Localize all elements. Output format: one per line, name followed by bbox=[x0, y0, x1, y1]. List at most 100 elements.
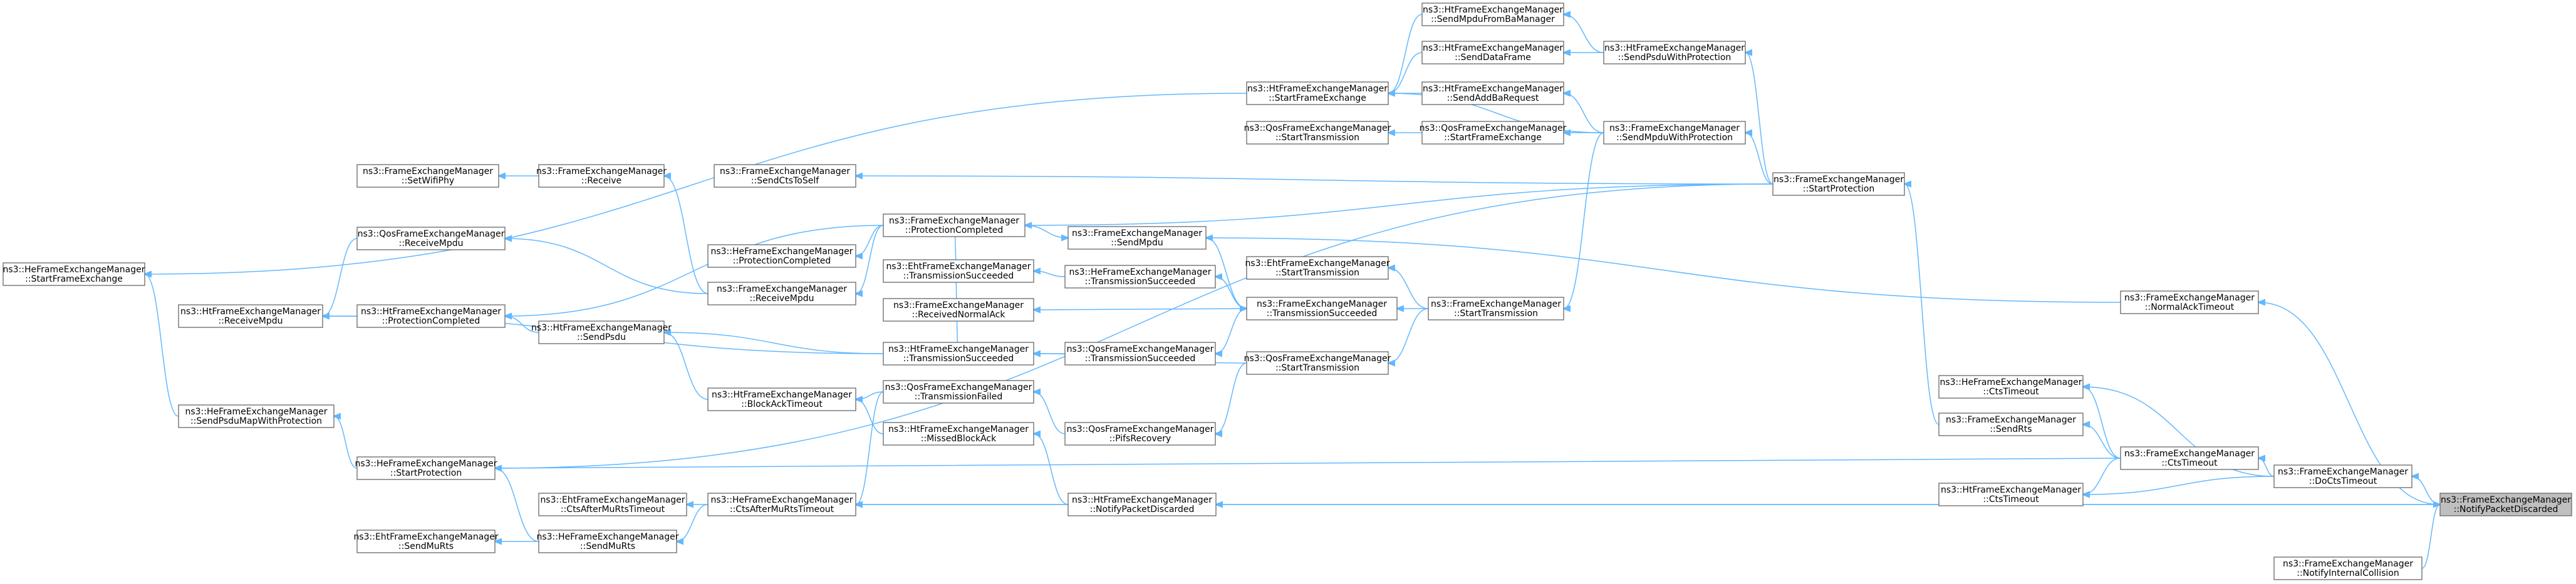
node-he-send-psdu-map-with-protection[interactable]: ns3::HeFrameExchangeManager::SendPsduMap… bbox=[178, 404, 335, 428]
node-eht-cts-after-mu-rts-timeout[interactable]: ns3::EhtFrameExchangeManager::CtsAfterMu… bbox=[538, 493, 687, 516]
node-method-label: ::PifsRecovery bbox=[1109, 434, 1171, 444]
node-box bbox=[707, 244, 856, 268]
node-do-cts-timeout[interactable]: ns3::FrameExchangeManager::DoCtsTimeout bbox=[2273, 464, 2412, 488]
node-fe-cts-timeout[interactable]: ns3::FrameExchangeManager::CtsTimeout bbox=[2120, 446, 2259, 470]
node-qos-start-transmission[interactable]: ns3::QosFrameExchangeManager::StartTrans… bbox=[1244, 351, 1391, 375]
node-ht-notify-packet-discarded[interactable]: ns3::HtFrameExchangeManager::NotifyPacke… bbox=[1067, 493, 1217, 516]
node-eht-transmission-succeeded[interactable]: ns3::EhtFrameExchangeManager::Transmissi… bbox=[883, 259, 1034, 283]
node-fe-receive-mpdu[interactable]: ns3::FrameExchangeManager::ReceiveMpdu bbox=[707, 282, 856, 305]
node-block-ack-timeout[interactable]: ns3::HtFrameExchangeManager::BlockAckTim… bbox=[707, 387, 856, 411]
call-edge bbox=[323, 238, 358, 316]
node-box bbox=[1428, 297, 1564, 320]
node-he-send-mu-rts[interactable]: ns3::HeFrameExchangeManager::SendMuRts bbox=[536, 530, 679, 553]
call-edge bbox=[1388, 308, 1429, 363]
node-eht-start-transmission[interactable]: ns3::EhtFrameExchangeManager::StartTrans… bbox=[1245, 256, 1390, 280]
node-set-wifi-phy[interactable]: ns3::FrameExchangeManager::SetWifiPhy bbox=[356, 164, 499, 188]
node-qos-transmission-succeeded[interactable]: ns3::QosFrameExchangeManager::Transmissi… bbox=[1064, 342, 1216, 366]
node-qos-start-frame-exchange[interactable]: ns3::QosFrameExchangeManager::StartFrame… bbox=[1420, 121, 1567, 145]
node-box bbox=[1064, 422, 1216, 446]
call-edge bbox=[1904, 184, 1940, 425]
node-he-cts-timeout[interactable]: ns3::HeFrameExchangeManager::CtsTimeout bbox=[1938, 375, 2084, 399]
node-box bbox=[707, 282, 856, 305]
node-send-rts[interactable]: ns3::FrameExchangeManager::SendRts bbox=[1938, 412, 2084, 436]
node-send-data-frame[interactable]: ns3::HtFrameExchangeManager::SendDataFra… bbox=[1421, 41, 1564, 64]
node-receive[interactable]: ns3::FrameExchangeManager::Receive bbox=[536, 164, 667, 188]
node-ht-protection-completed[interactable]: ns3::HtFrameExchangeManager::ProtectionC… bbox=[356, 304, 506, 328]
node-ht-transmission-succeeded[interactable]: ns3::HtFrameExchangeManager::Transmissio… bbox=[883, 342, 1034, 366]
node-eht-send-mu-rts[interactable]: ns3::EhtFrameExchangeManager::SendMuRts bbox=[353, 530, 499, 553]
node-send-cts-to-self[interactable]: ns3::FrameExchangeManager::SendCtsToSelf bbox=[714, 164, 856, 188]
node-method-label: ::SendMpduWithProtection bbox=[1616, 133, 1733, 143]
node-he-start-protection[interactable]: ns3::HeFrameExchangeManager::StartProtec… bbox=[355, 456, 497, 480]
call-edge bbox=[2083, 387, 2275, 477]
node-class-label: ns3::QosFrameExchangeManager bbox=[885, 382, 1032, 392]
node-send-mpdu[interactable]: ns3::FrameExchangeManager::SendMpdu bbox=[1067, 226, 1207, 250]
node-class-label: ns3::HeFrameExchangeManager bbox=[710, 495, 853, 505]
node-class-label: ns3::EhtFrameExchangeManager bbox=[353, 532, 498, 542]
call-edge bbox=[2421, 505, 2440, 569]
node-ht-send-psdu[interactable]: ns3::HtFrameExchangeManager::SendPsdu bbox=[531, 320, 672, 344]
node-box bbox=[883, 213, 1026, 237]
node-class-label: ns3::HeFrameExchangeManager bbox=[710, 247, 853, 257]
node-fe-start-transmission[interactable]: ns3::FrameExchangeManager::StartTransmis… bbox=[1428, 297, 1564, 320]
node-class-label: ns3::HtFrameExchangeManager bbox=[531, 323, 672, 333]
node-normal-ack-timeout[interactable]: ns3::FrameExchangeManager::NormalAckTime… bbox=[2120, 290, 2259, 314]
node-method-label: ::SendAddBaRequest bbox=[1447, 93, 1539, 103]
call-edge bbox=[1564, 93, 1604, 133]
node-send-add-ba-request[interactable]: ns3::HtFrameExchangeManager::SendAddBaRe… bbox=[1421, 81, 1564, 105]
node-received-normal-ack[interactable]: ns3::FrameExchangeManager::ReceivedNorma… bbox=[883, 298, 1034, 322]
node-class-label: ns3::FrameExchangeManager bbox=[2124, 449, 2255, 459]
node-fe-transmission-succeeded[interactable]: ns3::FrameExchangeManager::TransmissionS… bbox=[1246, 297, 1398, 320]
node-notify-internal-collision[interactable]: ns3::FrameExchangeManager::NotifyInterna… bbox=[2273, 556, 2423, 580]
node-class-label: ns3::EhtFrameExchangeManager bbox=[1245, 259, 1389, 269]
node-box bbox=[1603, 121, 1746, 145]
call-edge bbox=[1034, 309, 1247, 310]
node-class-label: ns3::HtFrameExchangeManager bbox=[1423, 43, 1563, 53]
node-box bbox=[883, 380, 1034, 404]
call-edge bbox=[505, 238, 709, 294]
call-edge bbox=[664, 332, 884, 354]
call-edge bbox=[1206, 238, 2121, 303]
node-send-psdu-with-protection[interactable]: ns3::HtFrameExchangeManager::SendPsduWit… bbox=[1603, 41, 1746, 64]
node-ht-cts-timeout[interactable]: ns3::HtFrameExchangeManager::CtsTimeout bbox=[1938, 483, 2084, 506]
node-missed-block-ack[interactable]: ns3::HtFrameExchangeManager::MissedBlock… bbox=[883, 422, 1034, 446]
call-edge bbox=[2083, 387, 2121, 459]
node-he-cts-after-mu-rts-timeout[interactable]: ns3::HeFrameExchangeManager::CtsAfterMuR… bbox=[707, 493, 856, 516]
node-send-mpdu-from-ba-manager[interactable]: ns3::HtFrameExchangeManager::SendMpduFro… bbox=[1421, 3, 1564, 26]
node-qos-transmission-failed[interactable]: ns3::QosFrameExchangeManager::Transmissi… bbox=[883, 380, 1034, 404]
node-class-label: ns3::FrameExchangeManager bbox=[2283, 559, 2413, 569]
node-class-label: ns3::FrameExchangeManager bbox=[1774, 175, 1904, 185]
node-box bbox=[883, 259, 1034, 283]
node-send-mpdu-with-protection[interactable]: ns3::FrameExchangeManager::SendMpduWithP… bbox=[1603, 121, 1746, 145]
node-ht-receive-mpdu[interactable]: ns3::HtFrameExchangeManager::ReceiveMpdu bbox=[178, 304, 323, 328]
node-class-label: ns3::FrameExchangeManager bbox=[1431, 299, 1561, 309]
call-edge bbox=[2083, 424, 2121, 459]
node-pifs-recovery[interactable]: ns3::QosFrameExchangeManager::PifsRecove… bbox=[1064, 422, 1216, 446]
node-box bbox=[1067, 493, 1217, 516]
node-box bbox=[2439, 493, 2572, 516]
call-edge bbox=[1564, 14, 1604, 53]
node-class-label: ns3::HtFrameExchangeManager bbox=[180, 307, 321, 317]
node-ht-start-frame-exchange[interactable]: ns3::HtFrameExchangeManager::StartFrameE… bbox=[1246, 81, 1389, 105]
node-class-label: ns3::HtFrameExchangeManager bbox=[1423, 5, 1563, 15]
node-method-label: ::SendPsduWithProtection bbox=[1618, 53, 1732, 63]
node-protection-completed[interactable]: ns3::FrameExchangeManager::ProtectionCom… bbox=[883, 213, 1026, 237]
node-he-transmission-succeeded[interactable]: ns3::HeFrameExchangeManager::Transmissio… bbox=[1064, 265, 1216, 289]
node-qos-receive-mpdu[interactable]: ns3::QosFrameExchangeManager::ReceiveMpd… bbox=[356, 227, 506, 250]
node-box bbox=[1938, 375, 2084, 399]
node-notify-packet-discarded[interactable]: ns3::FrameExchangeManager::NotifyPacketD… bbox=[2439, 493, 2572, 516]
node-he-protection-completed[interactable]: ns3::HeFrameExchangeManager::ProtectionC… bbox=[707, 244, 856, 268]
call-edge bbox=[856, 399, 884, 434]
node-he-start-frame-exchange[interactable]: ns3::HeFrameExchangeManager::StartFrameE… bbox=[3, 262, 145, 286]
call-edge bbox=[856, 225, 884, 256]
call-edge bbox=[334, 416, 358, 469]
node-class-label: ns3::HtFrameExchangeManager bbox=[1941, 485, 2081, 495]
node-method-label: ::StartFrameExchange bbox=[1444, 133, 1542, 143]
node-qos-start-transmission-top[interactable]: ns3::QosFrameExchangeManager::StartTrans… bbox=[1244, 121, 1391, 145]
node-box bbox=[1246, 351, 1389, 375]
node-method-label: ::ReceiveMpdu bbox=[219, 316, 283, 326]
node-start-protection[interactable]: ns3::FrameExchangeManager::StartProtecti… bbox=[1772, 172, 1905, 196]
call-edge bbox=[145, 274, 179, 417]
node-class-label: ns3::QosFrameExchangeManager bbox=[1244, 123, 1391, 133]
